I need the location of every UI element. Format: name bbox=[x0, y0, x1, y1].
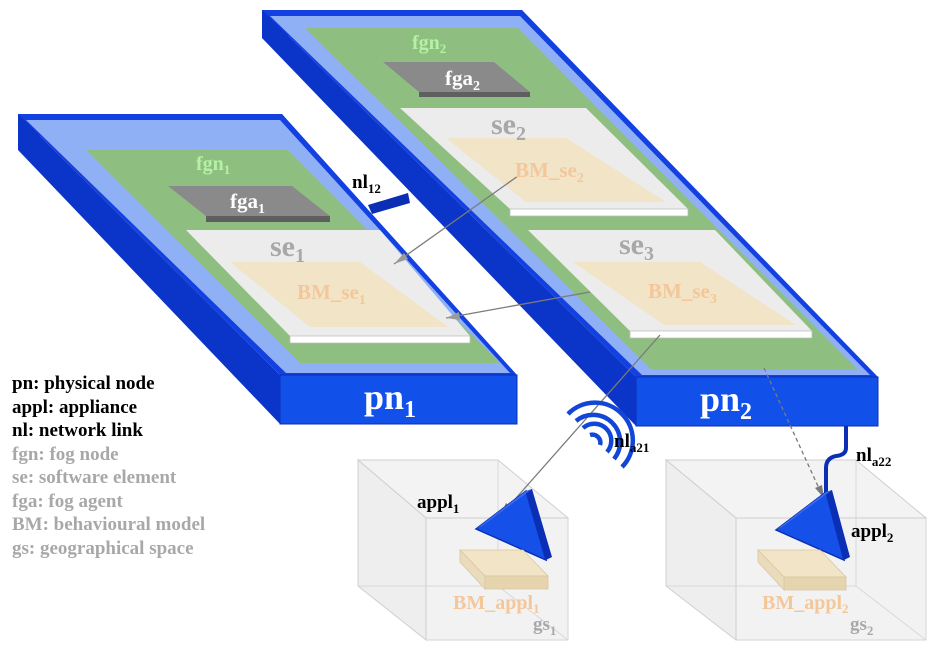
bm-appliance-1-label: BM_appl1 bbox=[453, 592, 540, 616]
appliance-1-icon bbox=[474, 489, 552, 562]
legend-item: se: software element bbox=[12, 467, 177, 488]
legend: pn: physical node appl: appliance nl: ne… bbox=[12, 372, 205, 560]
legend-item: fga: fog agent bbox=[12, 490, 123, 512]
bm-appliance-2-block bbox=[757, 549, 847, 592]
fog-node-1-label: fgn1 bbox=[196, 153, 230, 177]
fog-agent-1 bbox=[168, 186, 330, 222]
software-element-2 bbox=[400, 108, 689, 217]
bm-se1-label: BM_se1 bbox=[297, 280, 366, 308]
geographical-space-1-label: gs1 bbox=[533, 614, 556, 638]
software-element-2-label: se2 bbox=[491, 108, 526, 145]
legend-item: gs: geographical space bbox=[12, 537, 194, 559]
appliance-2-icon bbox=[774, 490, 850, 562]
bm-se2-label: BM_se2 bbox=[515, 158, 584, 186]
bm-appliance-2-label: BM_appl2 bbox=[762, 592, 849, 616]
bm-se3-label: BM_se3 bbox=[648, 279, 717, 307]
network-link-a22 bbox=[824, 426, 848, 500]
legend-item: nl: network link bbox=[12, 420, 143, 441]
physical-node-2-label: pn2 bbox=[700, 379, 752, 425]
bm-appliance-1-block bbox=[459, 549, 549, 591]
network-link-a22-label: nla22 bbox=[856, 445, 891, 469]
fog-node-2-label: fgn2 bbox=[412, 32, 446, 56]
fog-agent-2 bbox=[383, 62, 530, 97]
legend-item: BM: behavioural model bbox=[12, 514, 206, 535]
legend-item: pn: physical node bbox=[12, 373, 155, 394]
network-link-a21-label: nla21 bbox=[614, 431, 649, 455]
wireless-signal-icon bbox=[566, 400, 636, 469]
fog-agent-1-label: fga1 bbox=[230, 189, 265, 217]
software-element-3 bbox=[528, 230, 813, 339]
legend-item: fgn: fog node bbox=[12, 443, 119, 465]
physical-node-1-label: pn1 bbox=[364, 377, 416, 423]
software-element-1 bbox=[186, 230, 471, 344]
network-link-12 bbox=[368, 193, 410, 214]
network-link-12-label: nl12 bbox=[352, 172, 381, 196]
appliance-1-label: appl1 bbox=[417, 492, 459, 516]
fog-agent-2-label: fga2 bbox=[445, 66, 480, 94]
software-element-3-label: se3 bbox=[619, 228, 654, 265]
legend-item: appl: appliance bbox=[12, 396, 138, 418]
appliance-2-label: appl2 bbox=[851, 521, 893, 545]
interaction-arrows bbox=[393, 175, 824, 516]
software-element-1-label: se1 bbox=[270, 230, 305, 267]
geographical-space-2-label: gs2 bbox=[850, 614, 873, 638]
